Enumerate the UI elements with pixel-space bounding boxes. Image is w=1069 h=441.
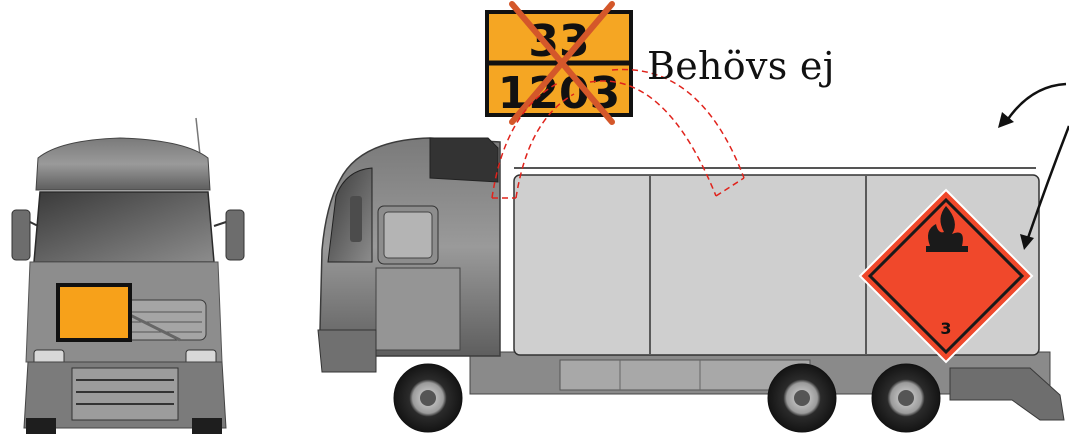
not-needed-caption: Behövs ej: [647, 44, 835, 88]
truck-front-view: [12, 118, 244, 434]
hazard-class-number: 3: [940, 319, 951, 338]
front-orange-plate: [58, 285, 130, 340]
